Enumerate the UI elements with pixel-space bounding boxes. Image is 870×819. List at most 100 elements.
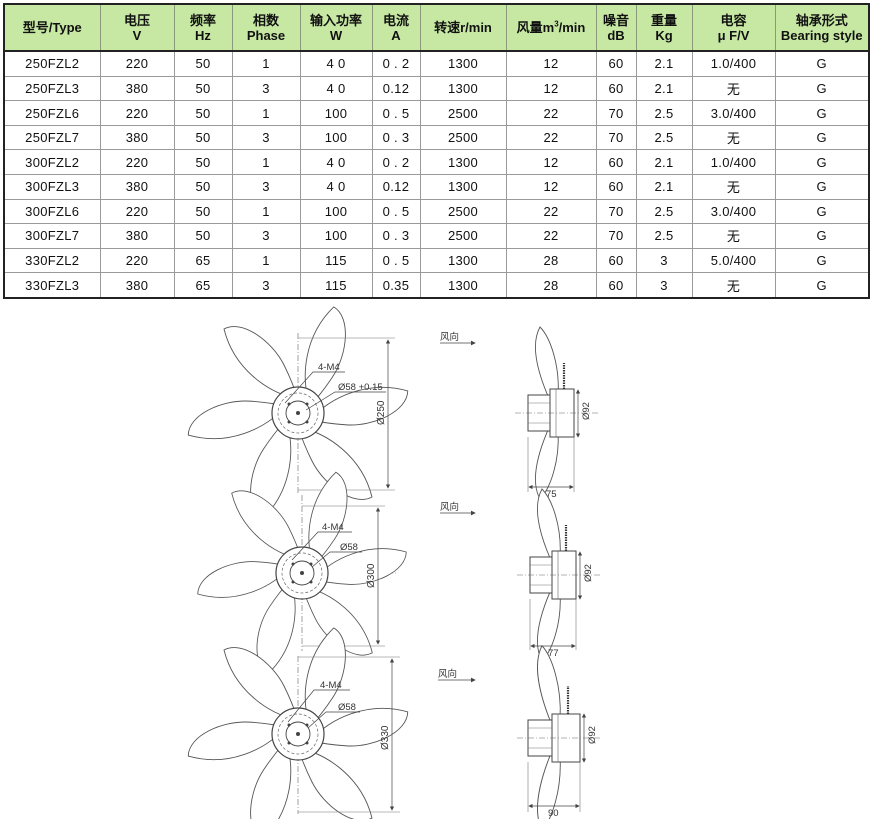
cell-frequency: 50: [173, 198, 233, 225]
cell-current: 0.12: [371, 173, 421, 200]
cell-model: 250FZL3: [3, 75, 101, 102]
cell-speed: 1300: [419, 149, 507, 175]
mount-holes-label: 4-M4: [320, 680, 342, 691]
cell-current: 0 . 5: [371, 198, 421, 225]
cell-power: 4 0: [299, 149, 373, 175]
cell-phase: 1: [231, 50, 301, 77]
cell-speed: 1300: [419, 247, 507, 274]
cell-bearing: G: [774, 100, 870, 126]
cell-weight: 2.1: [635, 50, 693, 77]
svg-text:风向: 风向: [438, 668, 457, 680]
hub-diameter-label: Ø92: [583, 564, 594, 582]
fan-front-view-250: [185, 305, 411, 521]
fan-diameter-label: Ø300: [366, 563, 377, 588]
cell-weight: 2.5: [635, 100, 693, 126]
cell-frequency: 50: [173, 173, 233, 200]
cell-phase: 1: [231, 149, 301, 175]
cell-airflow: 28: [505, 272, 597, 300]
cell-voltage: 220: [99, 247, 175, 274]
cell-model: 330FZL3: [3, 272, 101, 300]
cell-current: 0 . 3: [371, 124, 421, 151]
bore-label: Ø58: [338, 702, 356, 713]
cell-model: 250FZL7: [3, 124, 101, 151]
cell-voltage: 220: [99, 50, 175, 77]
cell-capacitor: 5.0/400: [691, 247, 776, 274]
cell-power: 100: [299, 100, 373, 126]
airflow-indicator: 风向: [440, 331, 476, 346]
fan-depth-label: 77: [548, 648, 559, 659]
cell-bearing: G: [774, 223, 870, 249]
cell-capacitor: 无: [691, 223, 776, 249]
cell-phase: 1: [231, 198, 301, 225]
cell-noise: 60: [595, 149, 637, 175]
cell-model: 300FZL6: [3, 198, 101, 225]
cell-bearing: G: [774, 75, 870, 102]
cell-weight: 3: [635, 272, 693, 300]
cell-current: 0 . 2: [371, 149, 421, 175]
svg-text:风向: 风向: [440, 331, 459, 343]
cell-voltage: 380: [99, 272, 175, 300]
cell-model: 250FZL6: [3, 100, 101, 126]
cell-voltage: 220: [99, 100, 175, 126]
cell-current: 0 . 5: [371, 247, 421, 274]
cell-airflow: 12: [505, 50, 597, 77]
cell-frequency: 65: [173, 247, 233, 274]
cell-capacitor: 无: [691, 75, 776, 102]
cell-capacitor: 3.0/400: [691, 198, 776, 225]
hub-diameter-label: Ø92: [587, 726, 598, 744]
cell-speed: 2500: [419, 124, 507, 151]
cell-speed: 1300: [419, 173, 507, 200]
cell-model: 300FZL2: [3, 149, 101, 175]
cell-capacitor: 无: [691, 173, 776, 200]
cell-frequency: 50: [173, 223, 233, 249]
cell-current: 0 . 2: [371, 50, 421, 77]
cell-bearing: G: [774, 198, 870, 225]
cell-capacitor: 3.0/400: [691, 100, 776, 126]
cell-power: 100: [299, 223, 373, 249]
cell-airflow: 22: [505, 124, 597, 151]
cell-weight: 2.5: [635, 124, 693, 151]
cell-speed: 2500: [419, 223, 507, 249]
cell-speed: 1300: [419, 272, 507, 300]
cell-airflow: 12: [505, 149, 597, 175]
cell-frequency: 50: [173, 149, 233, 175]
cell-capacitor: 1.0/400: [691, 149, 776, 175]
svg-text:风向: 风向: [440, 501, 459, 513]
cell-model: 300FZL3: [3, 173, 101, 200]
cell-weight: 2.1: [635, 75, 693, 102]
cell-capacitor: 无: [691, 124, 776, 151]
col-header-type: 型号/Type: [3, 3, 101, 52]
cell-airflow: 22: [505, 223, 597, 249]
cell-speed: 1300: [419, 50, 507, 77]
cell-current: 0 . 3: [371, 223, 421, 249]
cell-weight: 2.5: [635, 198, 693, 225]
fan-drawings: Ø250 4-M4 Ø58 +0.15 风向 75 Ø92: [185, 305, 602, 819]
cell-phase: 3: [231, 173, 301, 200]
cell-model: 300FZL7: [3, 223, 101, 249]
cell-noise: 70: [595, 100, 637, 126]
cell-noise: 70: [595, 223, 637, 249]
cell-airflow: 22: [505, 198, 597, 225]
cell-model: 250FZL2: [3, 50, 101, 77]
cell-power: 4 0: [299, 50, 373, 77]
cell-capacitor: 无: [691, 272, 776, 300]
cell-phase: 1: [231, 247, 301, 274]
cell-speed: 1300: [419, 75, 507, 102]
cell-voltage: 380: [99, 75, 175, 102]
cell-power: 100: [299, 198, 373, 225]
cell-noise: 60: [595, 247, 637, 274]
